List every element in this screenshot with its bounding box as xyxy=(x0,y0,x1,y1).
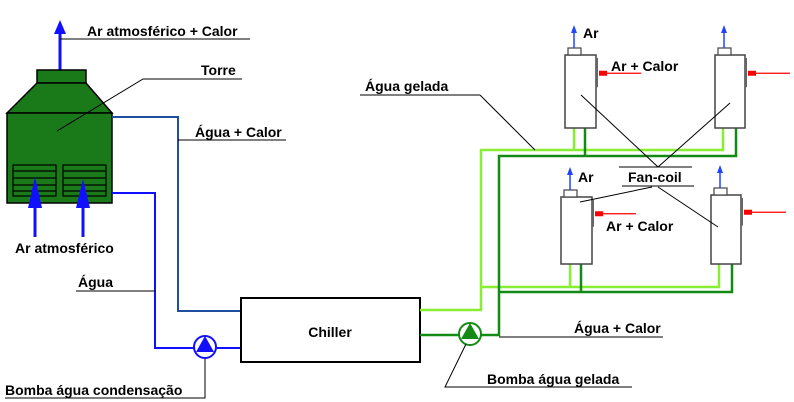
fan-coil-label: Fan-coil xyxy=(628,169,682,185)
chilled-return-pipe-lower xyxy=(499,264,734,294)
intake-air-label: Ar atmosférico xyxy=(15,240,114,256)
condenser-pump-icon xyxy=(193,335,217,359)
chilled-pump-icon xyxy=(458,322,482,346)
fan-coil-grille xyxy=(745,58,747,88)
fan-coil-body xyxy=(710,194,742,265)
heat-arrowhead-icon xyxy=(744,209,752,215)
chilled-pump-label: Bomba água gelada xyxy=(487,371,619,387)
air-out-arrowhead-icon xyxy=(571,25,577,33)
fan-coil-body xyxy=(714,54,746,129)
air-out-arrowhead-icon xyxy=(721,25,727,33)
chilled-supply-pipe xyxy=(420,128,725,312)
exhaust-arrowhead-icon xyxy=(54,20,66,34)
hot-water-label: Água + Calor xyxy=(195,124,282,140)
fan-coil-body xyxy=(560,196,593,265)
fan-coil-unit xyxy=(564,25,641,129)
tower-body xyxy=(6,112,113,204)
air-out-arrowhead-icon xyxy=(717,165,723,173)
condenser-supply-pipe xyxy=(112,192,241,349)
fan-coil-body xyxy=(564,54,597,129)
condenser-pump-label: Bomba água condensação xyxy=(5,382,182,398)
fan-coil-grille xyxy=(592,200,594,227)
fan-coil-unit xyxy=(560,167,636,265)
chiller-label: Chiller xyxy=(308,324,352,340)
fan-coil-outlet xyxy=(713,187,728,196)
heat-arrowhead-icon xyxy=(748,70,756,76)
fan-coil-outlet xyxy=(567,47,582,56)
chilled-supply-pipe-lower xyxy=(481,264,721,289)
heat-arrowhead-icon xyxy=(599,70,607,76)
fan-coil-outlet xyxy=(717,47,732,56)
fan-coil-grille xyxy=(596,58,598,88)
air-out-arrowhead-icon xyxy=(567,167,573,175)
cooling-tower xyxy=(5,20,114,237)
chiller-box xyxy=(240,297,421,363)
tower-fan-cap xyxy=(36,69,87,84)
air-heat-label: Ar + Calor xyxy=(606,218,674,234)
air-heat-label: Ar + Calor xyxy=(611,58,679,74)
air-out-label: Ar xyxy=(578,169,594,185)
exhaust-label: Ar atmosférico + Calor xyxy=(87,23,238,39)
heat-arrowhead-icon xyxy=(595,211,603,217)
condenser-return-pipe xyxy=(112,116,241,312)
tower-roof xyxy=(5,82,114,114)
intake-arrow-icon xyxy=(28,177,42,237)
fan-coil-unit xyxy=(710,165,786,265)
chilled-water-label: Água gelada xyxy=(365,78,448,94)
tower-label: Torre xyxy=(201,62,236,78)
water-label: Água xyxy=(78,274,113,290)
fan-coil-unit xyxy=(714,25,790,129)
fan-coil-outlet xyxy=(563,189,578,198)
intake-arrow-icon xyxy=(76,179,90,237)
air-out-label: Ar xyxy=(583,25,599,41)
fan-coil-grille xyxy=(741,198,743,226)
return-water-label: Água + Calor xyxy=(574,320,661,336)
